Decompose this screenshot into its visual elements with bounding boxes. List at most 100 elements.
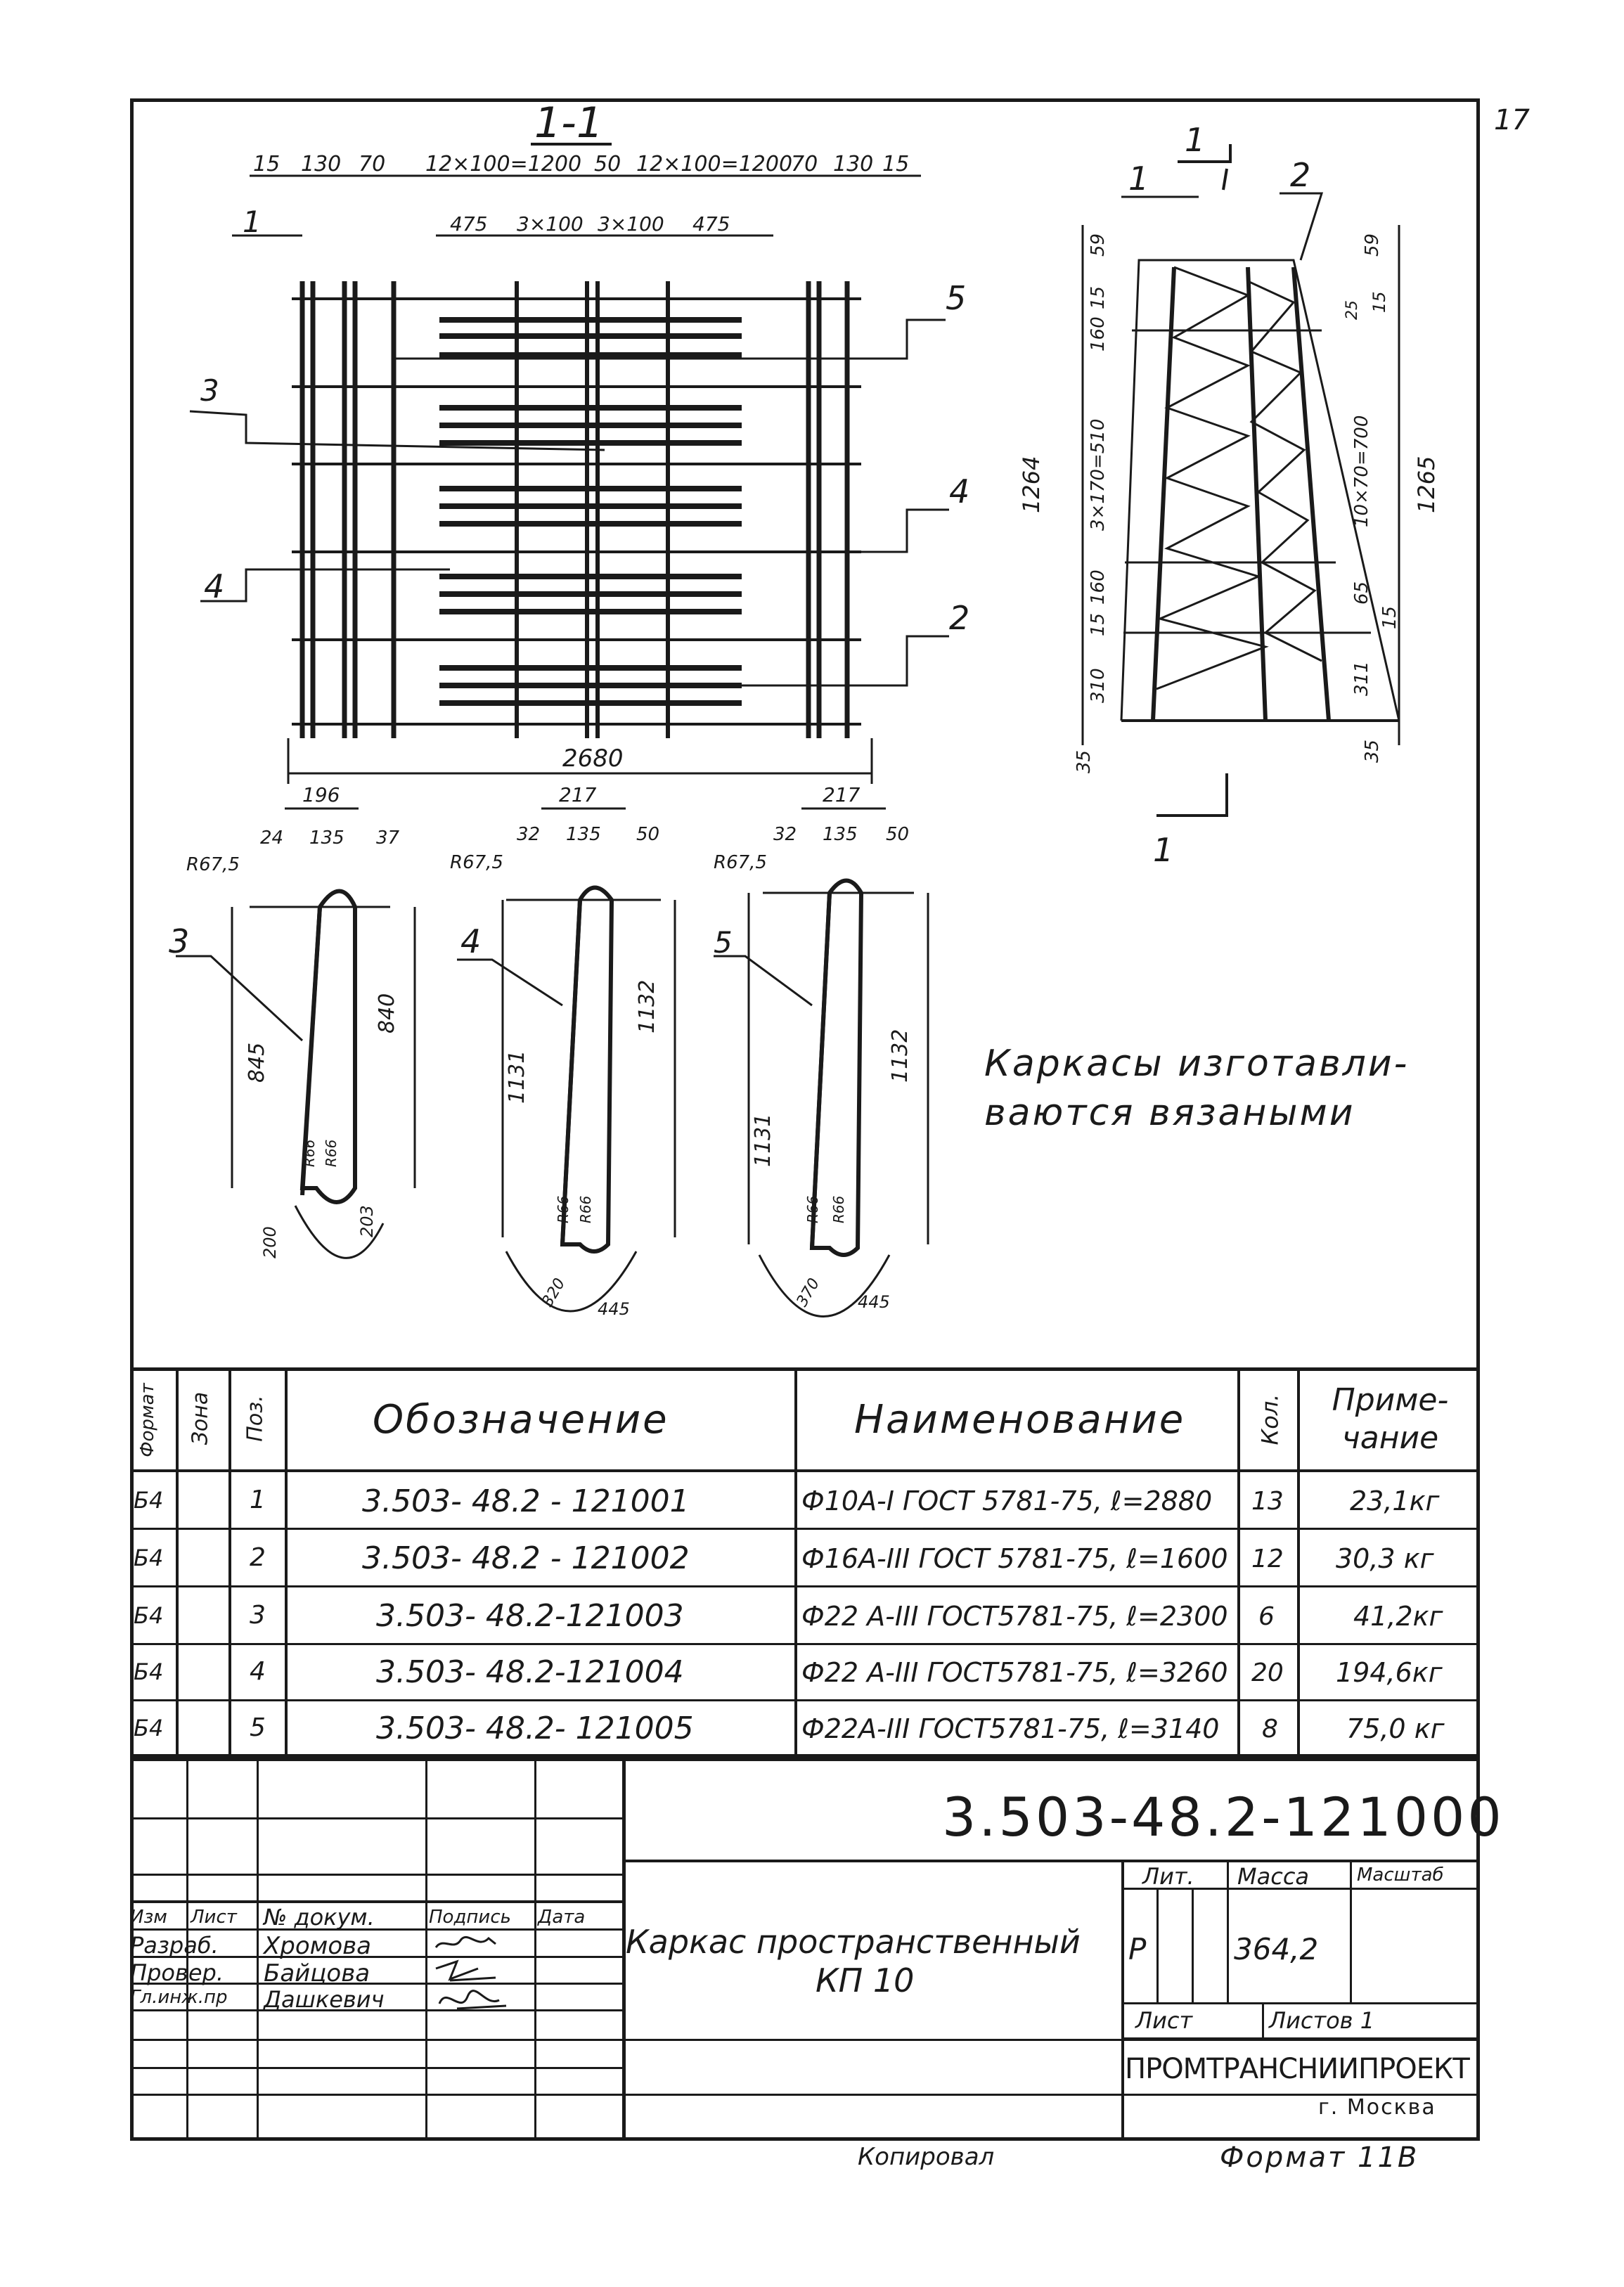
name-chief-engineer: Дашкевич xyxy=(264,1986,385,2013)
drawing-frame xyxy=(130,98,1480,2141)
dim-top-5: 12×100=1200 xyxy=(636,152,792,176)
plan-callout-4-left: 4 xyxy=(204,567,224,605)
dim-top-3: 12×100=1200 xyxy=(425,152,581,176)
row2-qty: 12 xyxy=(1251,1545,1284,1573)
plan-callout-4-right: 4 xyxy=(949,472,969,510)
side-left-dim-1: 160 xyxy=(1088,316,1109,352)
plan-callout-2: 2 xyxy=(949,599,969,637)
signatures xyxy=(434,1935,507,2010)
row4-format: Б4 xyxy=(134,1658,164,1685)
bar5-h-left: 1131 xyxy=(751,1114,775,1167)
bar4-part-2: 50 xyxy=(636,824,659,845)
row1-name: Ф10А-I ГОСТ 5781-75, ℓ=2880 xyxy=(801,1486,1213,1516)
organization-name: ПРОМТРАНСНИИПРОЕКТ xyxy=(1125,2053,1470,2085)
role-checker: Провер. xyxy=(130,1959,224,1986)
row3-qty: 6 xyxy=(1258,1602,1275,1631)
row5-format: Б4 xyxy=(134,1715,164,1741)
note-line-2: ваются вязаными xyxy=(984,1092,1355,1134)
copied-by-label: Копировал xyxy=(858,2143,995,2171)
bar3-h-right: 840 xyxy=(375,993,399,1033)
side-right-dim-4: 65 xyxy=(1351,581,1372,605)
row4-designation: 3.503- 48.2-121004 xyxy=(376,1654,684,1690)
dim-top-2: 70 xyxy=(359,152,385,176)
role-developer: Разраб. xyxy=(130,1932,219,1959)
bar4-radius: R67,5 xyxy=(450,852,503,873)
bar5-part-1: 135 xyxy=(823,824,858,845)
row5-name: Ф22А-III ГОСТ5781-75, ℓ=3140 xyxy=(801,1713,1220,1744)
bar3-pos: 3 xyxy=(169,922,189,960)
side-cut-bottom: 1 xyxy=(1153,831,1173,869)
row4-pos: 4 xyxy=(250,1657,266,1686)
dim-top-7: 130 xyxy=(833,152,873,176)
col-header-name: Наименование xyxy=(854,1397,1186,1443)
row1-format: Б4 xyxy=(134,1487,164,1514)
bar5-bottom-0: 370 xyxy=(794,1275,824,1310)
side-total-left: 1264 xyxy=(1018,456,1045,513)
title-block: 3.503-48.2-121000 Изм Лист № докум. Подп… xyxy=(130,1758,1502,2141)
side-right-dim-0: 59 xyxy=(1362,233,1383,257)
row1-qty: 13 xyxy=(1251,1487,1284,1516)
plan-width-dim: 2680 xyxy=(562,745,624,773)
bar5-pos: 5 xyxy=(714,925,733,960)
dim-top-0: 15 xyxy=(253,152,280,176)
side-callout-2: 2 xyxy=(1290,156,1310,194)
side-left-dim-7: 35 xyxy=(1074,750,1095,773)
bar4-r-1: R66 xyxy=(577,1196,594,1223)
tb-title-line2: КП 10 xyxy=(816,1961,915,1999)
tb-title-line1: Каркас пространственный xyxy=(626,1923,1081,1961)
sheet-label: Лист xyxy=(1135,2007,1193,2034)
row1-designation: 3.503- 48.2 - 121001 xyxy=(362,1483,690,1519)
bar3-width: 196 xyxy=(302,783,340,806)
col-header-qty: Кол. xyxy=(1256,1393,1284,1445)
row2-name: Ф16А-III ГОСТ 5781-75, ℓ=1600 xyxy=(801,1543,1228,1574)
bar4-bottom-1: 445 xyxy=(598,1299,630,1319)
col-header-note: Приме-чание xyxy=(1332,1382,1449,1456)
bar5-r-0: R66 xyxy=(804,1196,821,1223)
name-developer: Хромова xyxy=(264,1932,371,1960)
row5-designation: 3.503- 48.2- 121005 xyxy=(376,1711,694,1746)
bar3-bottom-1: 203 xyxy=(357,1205,377,1237)
side-right-dim-2: 15 xyxy=(1370,291,1389,313)
side-total-right: 1265 xyxy=(1413,456,1440,513)
bar5-part-0: 32 xyxy=(773,824,797,845)
bar-shape-4 xyxy=(457,807,676,1313)
side-right-dim-5: 15 xyxy=(1379,606,1400,629)
bar4-part-1: 135 xyxy=(566,824,601,845)
bar3-part-2: 37 xyxy=(376,827,400,849)
plan-callout-1: 1 xyxy=(243,205,262,239)
side-left-dim-3: 3×170=510 xyxy=(1088,419,1109,531)
tb-header-izm: Изм xyxy=(130,1907,167,1928)
bar3-bottom-0: 200 xyxy=(260,1226,280,1258)
bar4-width: 217 xyxy=(559,783,597,806)
scale-label: Масштаб xyxy=(1357,1864,1444,1886)
tb-header-date: Дата xyxy=(538,1907,586,1928)
row5-note: 75,0 кг xyxy=(1346,1713,1445,1744)
bar5-part-2: 50 xyxy=(886,824,909,845)
bar4-h-right: 1132 xyxy=(635,980,659,1033)
tb-header-list: Лист xyxy=(191,1907,237,1928)
bar4-r-0: R66 xyxy=(555,1196,572,1223)
document-number: 3.503-48.2-121000 xyxy=(942,1786,1504,1848)
side-right-dim-7: 35 xyxy=(1362,740,1383,763)
dim-top-4: 50 xyxy=(594,152,621,176)
bar4-pos: 4 xyxy=(460,922,481,960)
row1-note: 23,1кг xyxy=(1350,1486,1440,1516)
dim-second-1: 3×100 xyxy=(517,212,584,236)
mass-label: Масса xyxy=(1237,1863,1310,1890)
row2-pos: 2 xyxy=(250,1543,266,1572)
bar5-radius: R67,5 xyxy=(714,852,767,873)
side-callout-1: 1 xyxy=(1128,160,1149,198)
row4-name: Ф22 А-III ГОСТ5781-75, ℓ=3260 xyxy=(801,1657,1228,1688)
name-checker: Байцова xyxy=(264,1959,370,1988)
row4-note: 194,6кг xyxy=(1336,1657,1443,1688)
side-left-dim-0: 59 xyxy=(1088,233,1109,257)
bar4-h-left: 1131 xyxy=(505,1050,529,1104)
side-right-dim-6: 311 xyxy=(1351,661,1372,696)
side-view xyxy=(1081,144,1400,817)
bar5-r-1: R66 xyxy=(830,1196,847,1223)
dim-second-3: 475 xyxy=(692,212,730,236)
row3-format: Б4 xyxy=(134,1602,164,1629)
dim-top-6: 70 xyxy=(791,152,818,176)
dim-second-2: 3×100 xyxy=(598,212,664,236)
